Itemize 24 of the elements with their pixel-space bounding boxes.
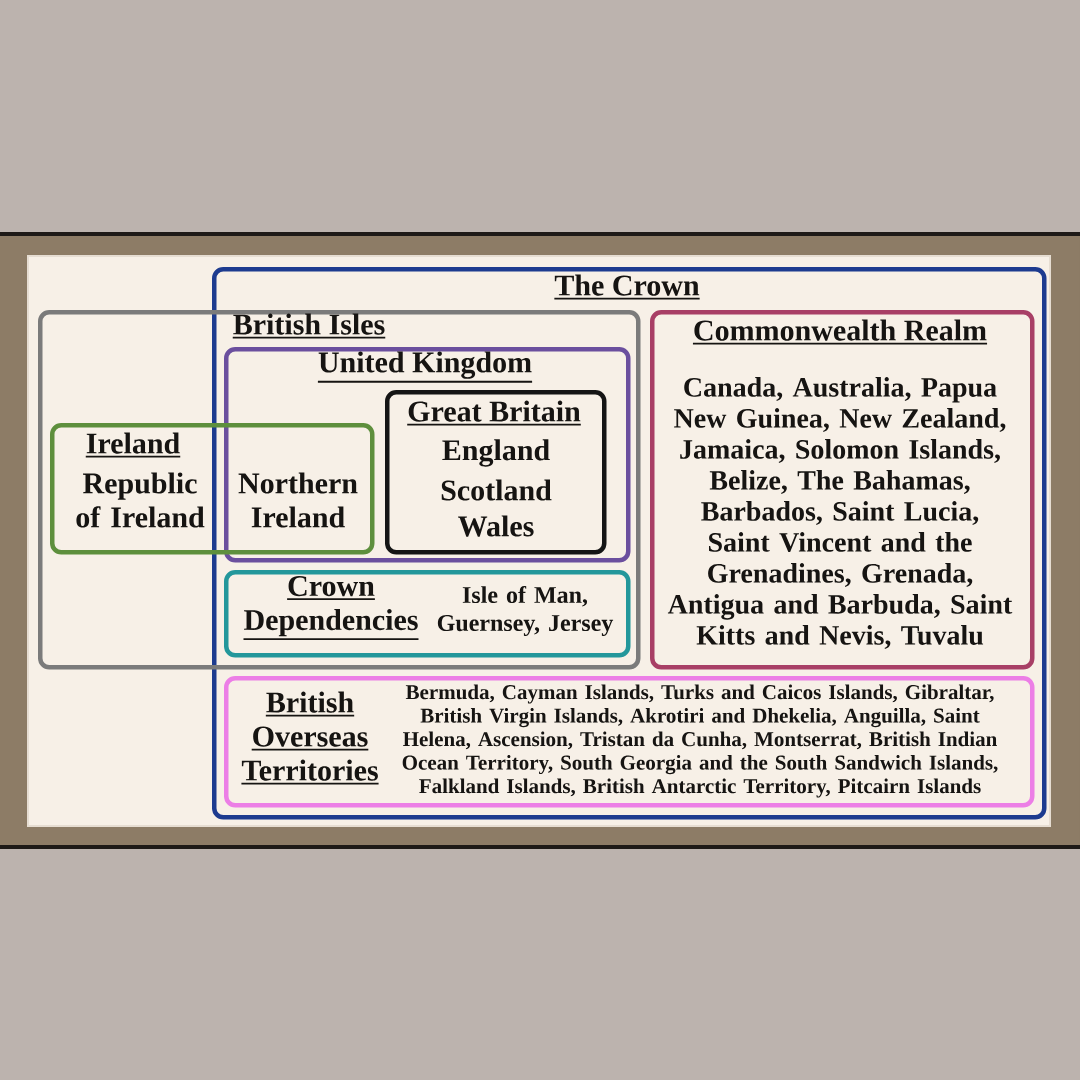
region-box <box>224 347 631 563</box>
region-heading: Commonwealth Realm <box>692 319 988 345</box>
region-heading: Great Britain <box>406 400 582 426</box>
place-list: Isle of Man, Guernsey, Jersey <box>437 586 614 637</box>
region-heading: Ireland <box>84 432 182 458</box>
place-name: Scotland <box>441 479 552 501</box>
place-name: Wales <box>458 515 534 537</box>
place-name: England <box>442 439 550 467</box>
region-heading: British Isles <box>231 313 387 339</box>
place-name: Northern Ireland <box>238 472 358 528</box>
region-box <box>212 267 1047 820</box>
region-heading: Crown Dependencies <box>242 576 420 641</box>
region-box <box>385 390 607 555</box>
region-box <box>50 423 375 555</box>
region-box <box>650 310 1035 670</box>
place-list: Canada, Australia, Papua New Guinea, New Zealand, Jamaica, Solomon Islands, Belize, The Bahamas, Barbados, Saint Lucia, Saint Vincent and the Grenadines, Grenada, Antigua and Barbuda, Saint Kitts and Nevis, Tuvalu <box>667 377 1013 649</box>
region-heading: The Crown <box>553 274 701 300</box>
place-name: Republic of Ireland <box>76 472 205 528</box>
region-box <box>224 570 631 658</box>
region-box <box>38 310 641 670</box>
region-heading: British Overseas Territories <box>240 691 380 785</box>
region-box <box>224 676 1035 808</box>
place-list: Bermuda, Cayman Islands, Turks and Caicos Islands, Gibraltar, British Virgin Islands, Akrotiri and Dhekelia, Anguilla, Saint Helena, Ascension, Tristan da Cunha, Montserrat, British Indian Ocean Territory, South Georgia and the South Sandwich Islands, Falkland Islands, British Antarctic Territory, Pitcairn Islands <box>402 684 998 798</box>
region-heading: United Kingdom <box>317 351 533 383</box>
